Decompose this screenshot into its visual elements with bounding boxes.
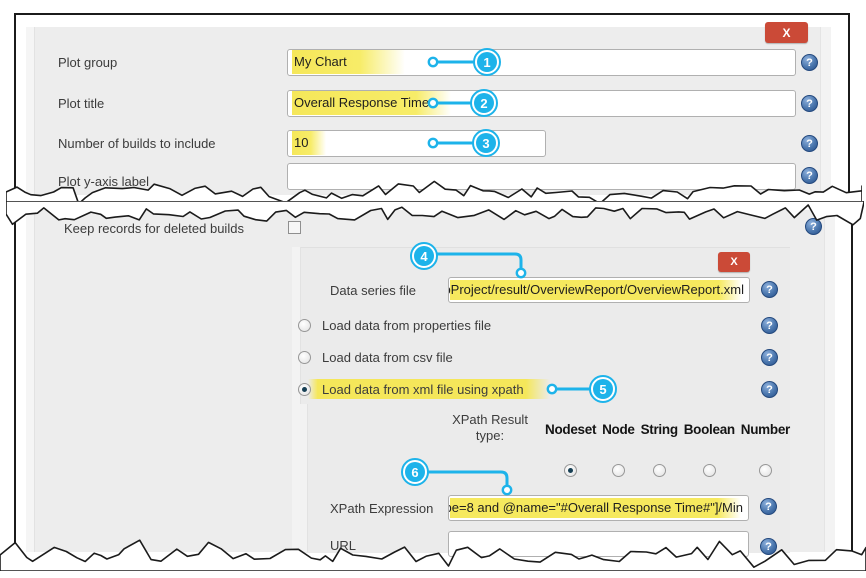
callout-number: 5 [593,379,613,399]
plot-group-label: Plot group [58,55,118,70]
top-panel-right-strip [820,27,831,195]
help-icon[interactable]: ? [760,498,777,515]
data-series-file-value: pProject/result/OverviewReport/OverviewR… [448,282,744,297]
plot-title-value: Overall Response Time [292,91,452,115]
y-axis-label-label: Plot y-axis label [58,174,150,189]
node-radio[interactable] [611,464,625,477]
xpath-type-option-string: String [641,422,678,477]
help-icon[interactable]: ? [761,381,778,398]
xpath-result-type-label: XPath Result type: [438,412,542,444]
callout-number: 3 [476,133,496,153]
top-panel-left-strip [26,27,35,195]
builds-to-include-label: Number of builds to include [58,136,216,151]
data-series-left-strip [292,247,301,552]
data-series-file-input[interactable]: pProject/result/OverviewReport/OverviewR… [448,277,750,303]
plot-title-label: Plot title [58,96,105,111]
help-icon[interactable]: ? [801,135,818,152]
data-series-file-label: Data series file [330,283,416,298]
load-properties-label: Load data from properties file [322,318,492,333]
string-radio[interactable] [652,464,666,477]
xpath-expression-input[interactable]: pe=8 and @name="#Overall Response Time#"… [448,495,749,521]
load-csv-radio[interactable] [298,351,311,364]
option-label: Nodeset [545,422,597,437]
callout-number: 1 [477,52,497,72]
xpath-type-option-boolean: Boolean [684,422,735,477]
highlight [450,280,742,300]
xpath-type-option-number: Number [741,422,790,477]
highlight [308,379,550,399]
builds-to-include-input[interactable]: 10 [287,130,546,157]
callout-number: 6 [405,462,425,482]
help-icon[interactable]: ? [801,54,818,71]
delete-series-button[interactable]: X [718,252,750,272]
boolean-radio[interactable] [702,464,716,477]
highlight [450,498,741,518]
url-input[interactable] [448,531,749,557]
callout-badge-4: 4 [410,242,438,270]
delete-plot-button[interactable]: X [765,22,808,43]
xpath-result-type-line2: type: [475,428,505,443]
callout-number: 4 [414,246,434,266]
option-label: String [640,422,679,437]
help-icon[interactable]: ? [760,538,777,555]
keep-records-label: Keep records for deleted builds [64,221,244,236]
callout-badge-3: 3 [472,129,500,157]
load-xml-xpath-label: Load data from xml file using xpath [322,382,524,397]
keep-records-checkbox[interactable] [288,221,301,234]
help-icon[interactable]: ? [761,349,778,366]
plot-title-input[interactable]: Overall Response Time [287,90,796,117]
xpath-expression-label: XPath Expression [330,501,434,516]
help-icon[interactable]: ? [761,281,778,298]
callout-badge-1: 1 [473,48,501,76]
callout-badge-2: 2 [470,89,498,117]
help-icon[interactable]: ? [761,317,778,334]
bottom-panel-right-strip [824,210,835,552]
xpath-section-strip [300,404,308,552]
bottom-panel-left-strip [26,210,35,552]
y-axis-label-input[interactable] [287,163,796,190]
xpath-type-option-node: Node [602,422,635,477]
load-properties-radio[interactable] [298,319,311,332]
help-icon[interactable]: ? [801,167,818,184]
plot-group-input[interactable]: My Chart [287,49,796,76]
xpath-type-option-nodeset: Nodeset [545,422,596,477]
builds-to-include-value: 10 [292,131,327,155]
option-label: Node [602,422,635,437]
plot-group-value: My Chart [292,50,405,74]
load-csv-label: Load data from csv file [322,350,453,365]
help-icon[interactable]: ? [801,95,818,112]
url-label: URL [330,538,357,553]
option-label: Number [740,422,791,437]
callout-badge-5: 5 [589,375,617,403]
callout-badge-6: 6 [401,458,429,486]
xpath-result-type-line1: XPath Result [452,412,528,427]
nodeset-radio[interactable] [564,464,578,477]
xpath-result-type-options: Nodeset Node String Boolean Number [545,422,790,477]
xpath-expression-value: pe=8 and @name="#Overall Response Time#"… [448,500,743,515]
option-label: Boolean [683,422,735,437]
load-xml-xpath-radio[interactable] [298,383,311,396]
help-icon[interactable]: ? [805,218,822,235]
number-radio[interactable] [758,464,772,477]
callout-number: 2 [474,93,494,113]
